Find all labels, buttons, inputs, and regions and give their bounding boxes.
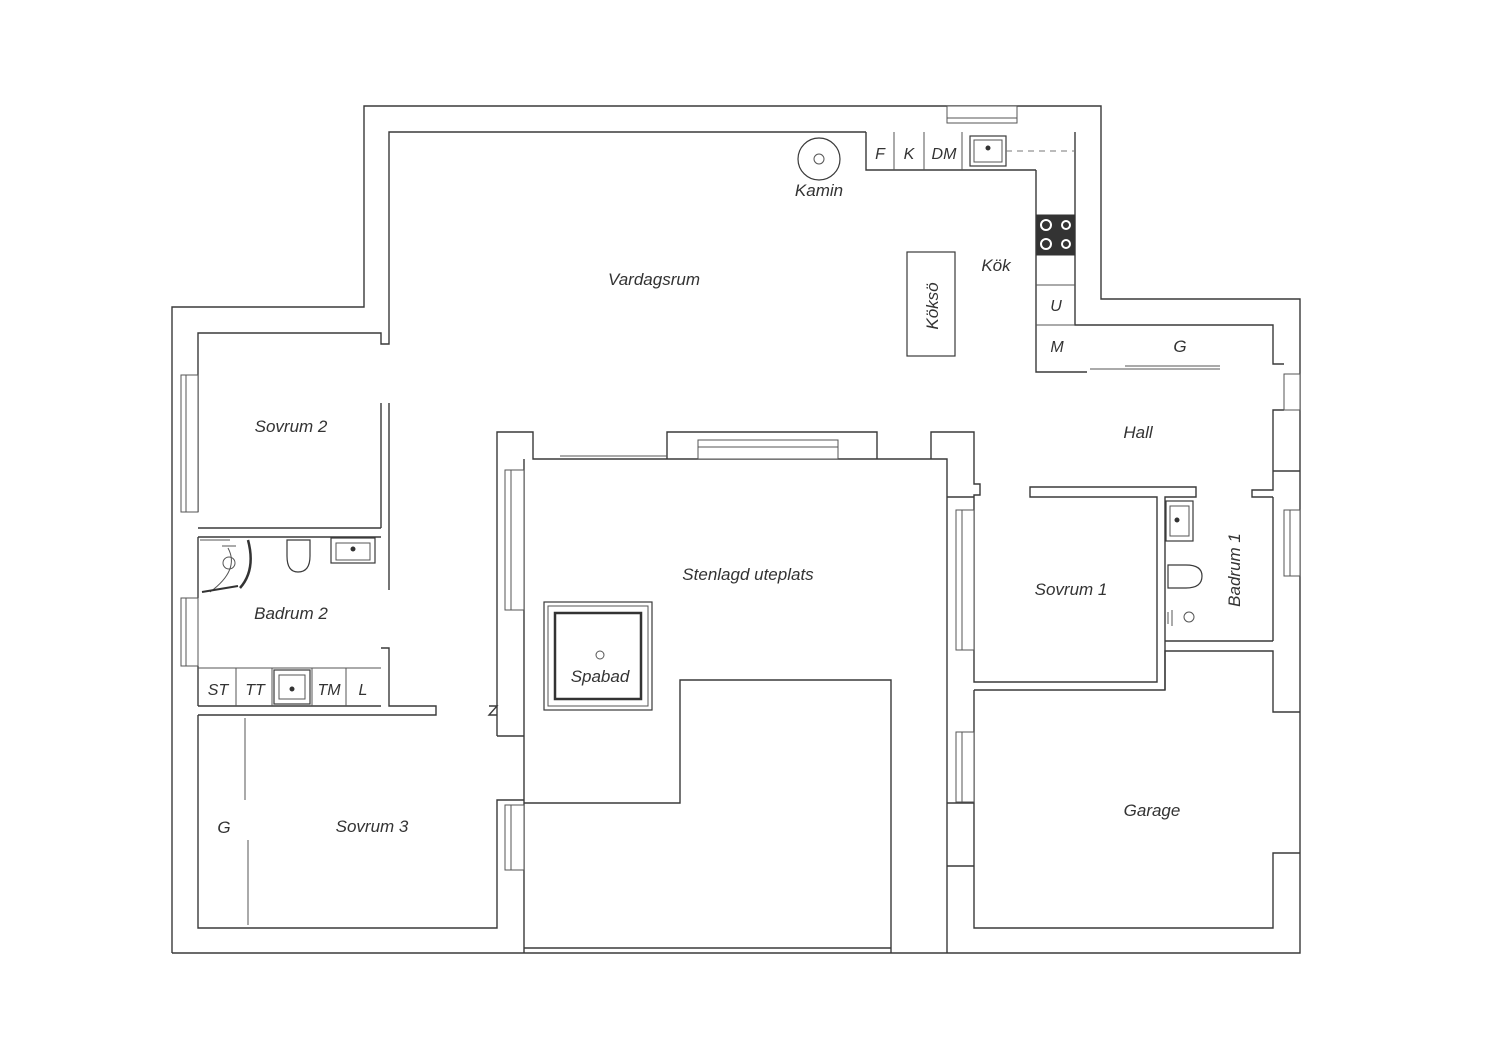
label-kokso: Köksö [923,282,942,329]
label-badrum-1: Badrum 1 [1225,533,1244,607]
bath2-unit-l: L [359,682,368,699]
label-stenlagd-uteplats: Stenlagd uteplats [682,565,814,584]
kitchen-counter: F K DM U M [865,132,1076,357]
label-hall: Hall [1123,423,1154,442]
label-badrum-2: Badrum 2 [254,604,328,623]
interior-walls [197,131,1300,953]
kitchen-unit-u: U [1050,298,1062,315]
exterior-walls [171,105,1301,954]
label-sovrum-3: Sovrum 3 [336,817,409,836]
kitchen-unit-dm: DM [932,146,958,163]
label-kok: Kök [981,256,1012,275]
bathroom-2-fixtures: ST TT TM L [198,537,381,706]
kitchen-unit-f: F [875,146,886,163]
label-vardagsrum: Vardagsrum [608,270,700,289]
toilet-icon [286,539,311,573]
shower-drain-icon [222,556,236,570]
label-garage: Garage [1124,801,1181,820]
kitchen-sink-icon [969,135,1007,167]
fireplace-icon [797,137,841,181]
bath1-toilet-icon [1167,564,1203,589]
label-sovrum-2: Sovrum 2 [255,417,328,436]
label-kamin: Kamin [795,181,843,200]
bath2-unit-st: ST [208,682,230,699]
kitchen-unit-k: K [904,146,916,163]
label-spabad: Spabad [571,667,630,686]
bath2-unit-tm: TM [317,682,341,699]
label-garderob-sovrum-3: G [217,818,230,837]
bath2-washbasin-icon [273,669,311,705]
bath1-shower-drain-icon [1183,611,1195,623]
windows [180,105,1301,925]
spa-bath-icon [543,601,653,711]
bath2-unit-tt: TT [245,682,266,699]
label-garderob-hall: G [1173,337,1186,356]
label-sovrum-1: Sovrum 1 [1035,580,1108,599]
kitchen-island [906,251,956,357]
kitchen-unit-m: M [1050,339,1064,356]
room-labels: Vardagsrum Kamin Kök Köksö Sovrum 2 Badr… [217,181,1244,837]
bathroom-1-fixtures [1165,500,1203,626]
